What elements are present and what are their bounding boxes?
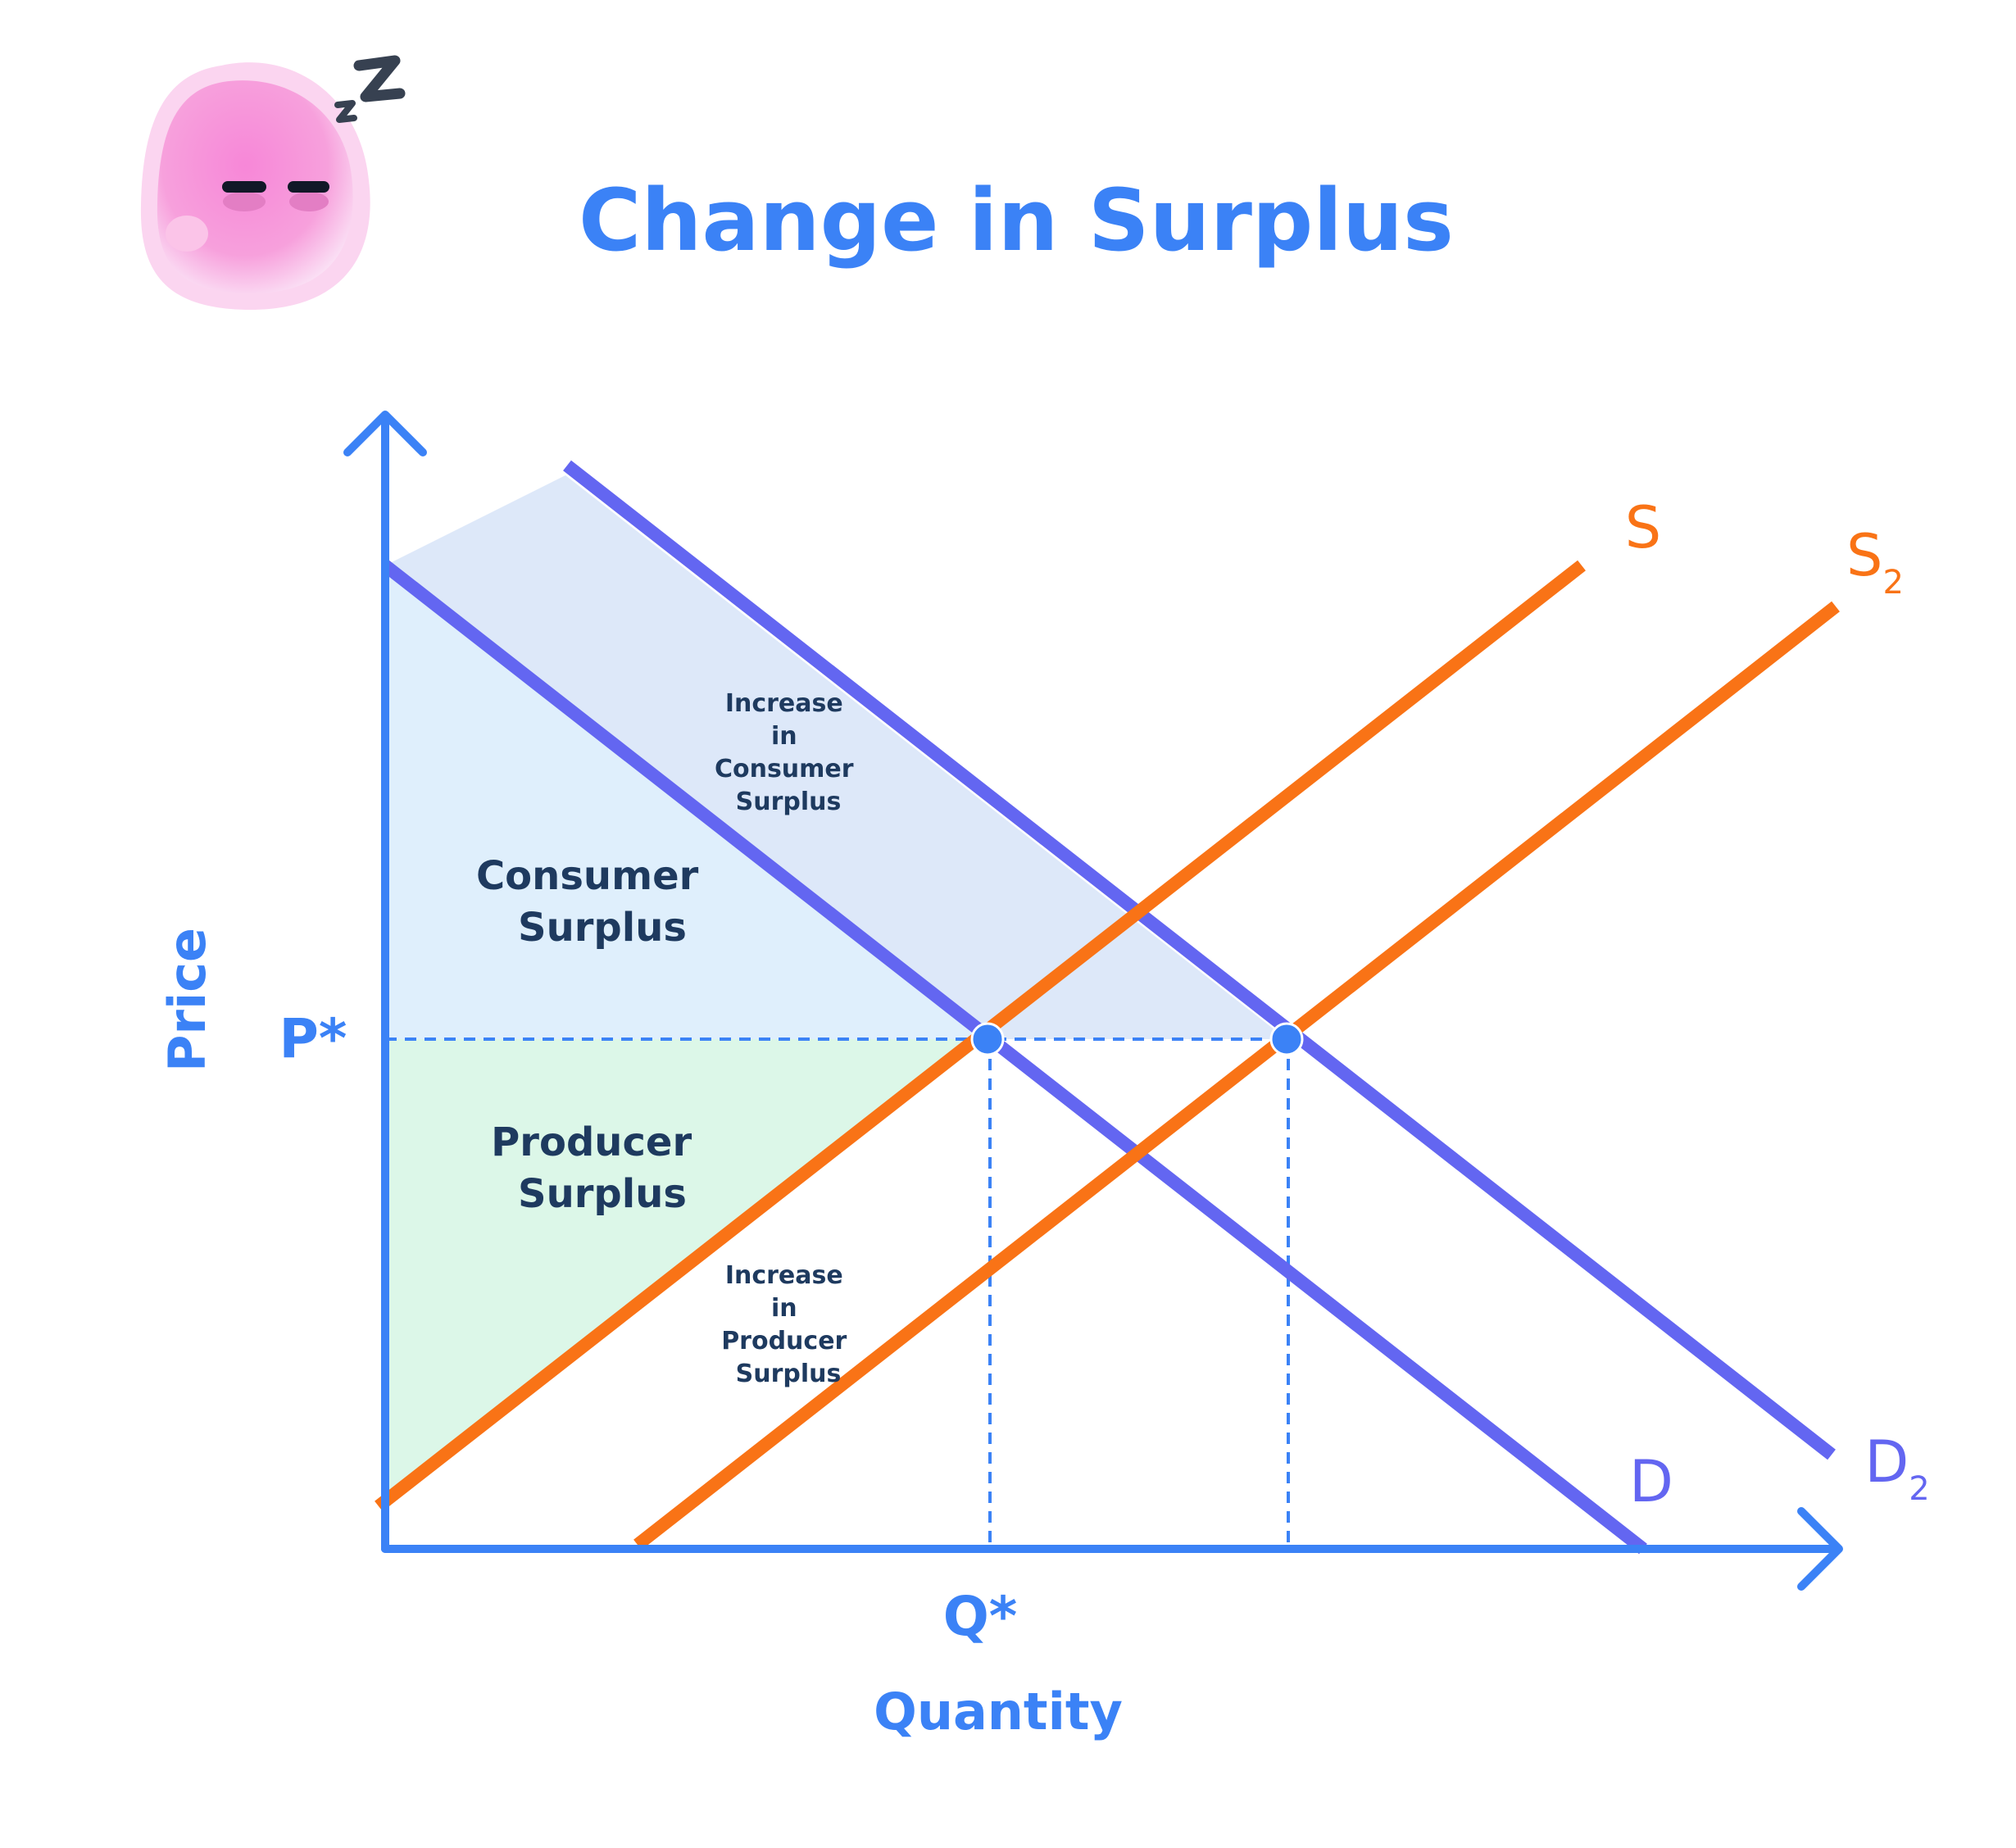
demand-label: D — [1629, 1448, 1673, 1515]
increase-consumer-surplus-label: Increase in Consumer Surplus — [715, 689, 862, 816]
consumer-surplus-label: Consumer Surplus — [476, 853, 712, 951]
increase-consumer-surplus-area — [385, 475, 1287, 1039]
p-star-tick-label: P* — [279, 1007, 347, 1070]
supply-curve-2 — [633, 601, 1840, 1551]
demand-curve — [381, 560, 1647, 1555]
equilibrium-guides — [385, 1038, 1290, 1549]
supply-label: S — [1625, 494, 1661, 561]
increase-producer-surplus-label: Increase in Producer Surplus — [721, 1261, 856, 1388]
x-axis-title: Quantity — [874, 1682, 1123, 1741]
equilibrium-point-2 — [1269, 1022, 1304, 1056]
equilibrium-point — [970, 1022, 1005, 1056]
chart-title: Change in Surplus — [579, 170, 1454, 270]
demand-curve-2 — [563, 460, 1836, 1460]
y-axis-title: Price — [157, 928, 217, 1072]
sleep-z-icon — [334, 55, 406, 123]
producer-surplus-label: Producer Surplus — [491, 1119, 706, 1217]
demand-2-label: D2 — [1864, 1428, 1929, 1508]
sleeping-blob-icon — [140, 62, 370, 311]
y-axis-arrow-icon — [343, 411, 427, 456]
x-axis-arrow-icon — [1797, 1507, 1843, 1591]
supply-2-label: S2 — [1846, 522, 1904, 602]
q-star-tick-label: Q* — [943, 1585, 1018, 1648]
axes — [343, 411, 1843, 1591]
